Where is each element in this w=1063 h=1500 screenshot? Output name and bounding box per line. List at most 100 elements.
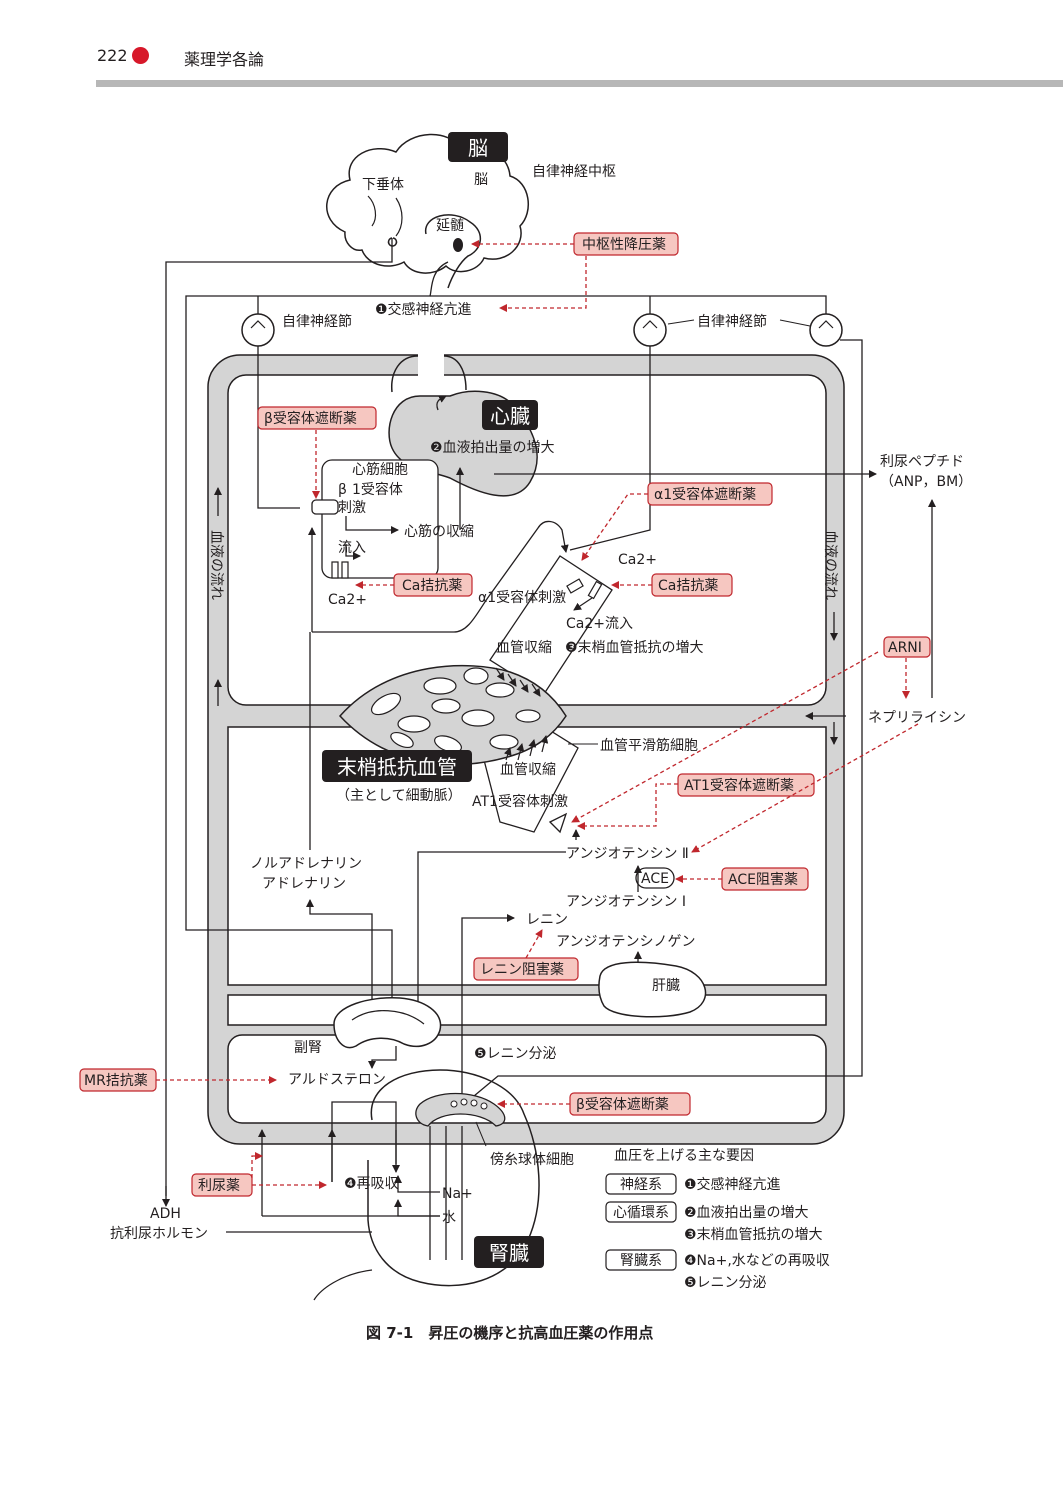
vessel-title-box — [322, 750, 472, 782]
at1-blocker: AT1受容体遮断薬 — [684, 777, 794, 794]
angiotensin-1: アンジオテンシン Ⅰ — [566, 894, 686, 910]
at1-receptor-icon — [548, 812, 568, 834]
contraction-label: 心筋の収縮 — [404, 523, 474, 540]
arni: ARNI — [888, 640, 922, 656]
kidney-title: 腎臓 — [489, 1241, 529, 1265]
ganglion-center-icon — [633, 313, 667, 347]
page-marker-dot — [132, 47, 149, 64]
smooth-muscle-label: 血管平滑筋細胞 — [600, 737, 698, 754]
legend-circ-3: ❸末梢血管抵抗の増大 — [684, 1227, 823, 1243]
aldosterone-label: アルドステロン — [288, 1072, 386, 1088]
beta1-receptor-icon — [311, 499, 339, 515]
cardiac-cell-box — [321, 459, 439, 579]
constriction-upper-label: 血管収縮 — [496, 640, 552, 656]
renin-secretion-label: ❺レニン分泌 — [474, 1046, 557, 1062]
juxtaglomerular-label: 傍糸球体細胞 — [490, 1151, 574, 1168]
kidney-outline — [367, 1069, 540, 1287]
ganglion-right-icon — [809, 313, 843, 347]
beta-blocker-kidney: β受容体遮断薬 — [576, 1096, 669, 1113]
glomerulus-icon — [415, 1092, 506, 1127]
ace-label: ACE — [641, 871, 669, 887]
pituitary-label: 下垂体 — [362, 177, 404, 193]
ca-antagonist-heart: Ca拮抗薬 — [402, 578, 462, 594]
noradrenaline-label: ノルアドレナリン — [250, 856, 362, 872]
ca-channel-vessel-icon — [587, 580, 603, 600]
book-title: 薬理学各論 — [184, 50, 265, 69]
ganglion-left-label: 自律神経節 — [282, 313, 352, 330]
blood-flow-left: 血液の流れ — [208, 530, 224, 600]
adh-label: ADH — [150, 1206, 181, 1222]
ca-heart-label: Ca2+ — [328, 592, 367, 608]
heart-title: 心臓 — [490, 404, 530, 428]
beta-blocker-heart: β受容体遮断薬 — [264, 410, 357, 427]
legend-cat-circ: 心循環系 — [613, 1205, 669, 1221]
brain-label: 脳 — [474, 172, 488, 188]
water-label: 水 — [442, 1210, 456, 1226]
natriuretic-peptide-abbr: （ANP，BM） — [880, 474, 972, 490]
header-rule — [96, 80, 1063, 87]
cardiac-cell-label: 心筋細胞 — [352, 461, 408, 478]
adrenal-label: 副腎 — [294, 1040, 322, 1056]
beta1-stim-b: 1受容体 — [352, 481, 403, 498]
renin-label: レニン — [526, 912, 568, 928]
vessel-subtitle: （主として細動脈） — [336, 788, 462, 804]
medulla-label: 延髄 — [436, 218, 464, 234]
alpha1-blocker: α1受容体遮断薬 — [654, 486, 756, 503]
ca-vessel-label: Ca2+ — [618, 552, 657, 568]
brain-title: 脳 — [468, 136, 488, 160]
page-header: 222 薬理学各論 — [0, 0, 1063, 100]
adrenal-gland — [333, 997, 442, 1049]
legend-kidney-5: ❺レニン分泌 — [684, 1275, 767, 1291]
kidney-title-box — [474, 1236, 544, 1268]
figure-caption: 図 7-1 昇圧の機序と抗高血圧薬の作用点 — [366, 1324, 654, 1342]
adh-full-label: 抗利尿ホルモン — [110, 1226, 208, 1242]
legend-cat-circ-box — [605, 1201, 677, 1223]
legend-circ-2: ❷血液拍出量の増大 — [684, 1205, 809, 1221]
liver-label: 肝臓 — [652, 978, 680, 994]
renin-inhibitor: レニン阻害薬 — [480, 962, 564, 978]
ace-box — [635, 867, 675, 889]
angiotensin-2: アンジオテンシン Ⅱ — [566, 846, 689, 862]
legend-nerve-1: ❶交感神経亢進 — [684, 1176, 781, 1193]
constriction-arrows-lower — [503, 735, 549, 761]
neprilysin-label: ネプリライシン — [868, 710, 966, 726]
liver-shape — [598, 961, 707, 1018]
legend-cat-nerve-box — [605, 1173, 677, 1195]
ganglion-right-label: 自律神経節 — [697, 313, 767, 330]
resistance-label: ❸末梢血管抵抗の増大 — [565, 640, 704, 656]
beta1-stim-a: β — [338, 482, 347, 498]
legend-cat-kidney: 腎臓系 — [620, 1253, 662, 1269]
legend-title: 血圧を上げる主な要因 — [614, 1148, 754, 1164]
brain — [326, 133, 529, 289]
page-number: 222 — [97, 46, 128, 65]
natriuretic-peptide: 利尿ペプチド — [880, 454, 964, 470]
legend-kidney-4: ❹Na+,水などの再吸収 — [684, 1253, 830, 1269]
alpha1-receptor-icon — [566, 578, 584, 594]
legend-cat-nerve: 神経系 — [620, 1177, 662, 1193]
ca-antagonist-vessel: Ca拮抗薬 — [658, 578, 718, 594]
autonomic-center-label: 自律神経中枢 — [532, 164, 616, 180]
angiotensinogen-label: アンジオテンシノゲン — [556, 934, 695, 950]
diuretic: 利尿薬 — [198, 1178, 240, 1194]
adrenaline-label: アドレナリン — [262, 876, 346, 892]
at1-stim-label: AT1受容体刺激 — [472, 793, 568, 810]
reabsorption-label: ❹再吸収 — [344, 1176, 399, 1192]
legend-cat-kidney-box — [605, 1249, 677, 1271]
ganglion-left-icon — [241, 313, 275, 347]
cardiac-output: ❷血液拍出量の増大 — [430, 440, 555, 456]
drug-action-arrows — [156, 240, 919, 1189]
nerve-paths — [165, 238, 863, 1196]
sodium-label: Na+ — [442, 1186, 473, 1202]
constriction-arrows-upper — [495, 597, 593, 697]
alpha1-stim-label: α1受容体刺激 — [478, 589, 566, 606]
mr-antagonist: MR拮抗薬 — [84, 1073, 148, 1089]
brain-title-box — [448, 132, 508, 162]
beta1-stim-c: 刺激 — [338, 499, 366, 516]
drug-boxes — [79, 232, 931, 1197]
sympathetic-activation: ❶交感神経亢進 — [375, 301, 472, 318]
vessel-title: 末梢抵抗血管 — [337, 755, 457, 779]
ca-channel-heart-icon — [331, 561, 339, 579]
central-antihypertensive: 中枢性降圧薬 — [582, 237, 666, 253]
blood-flow-right: 血液の流れ — [822, 530, 838, 600]
